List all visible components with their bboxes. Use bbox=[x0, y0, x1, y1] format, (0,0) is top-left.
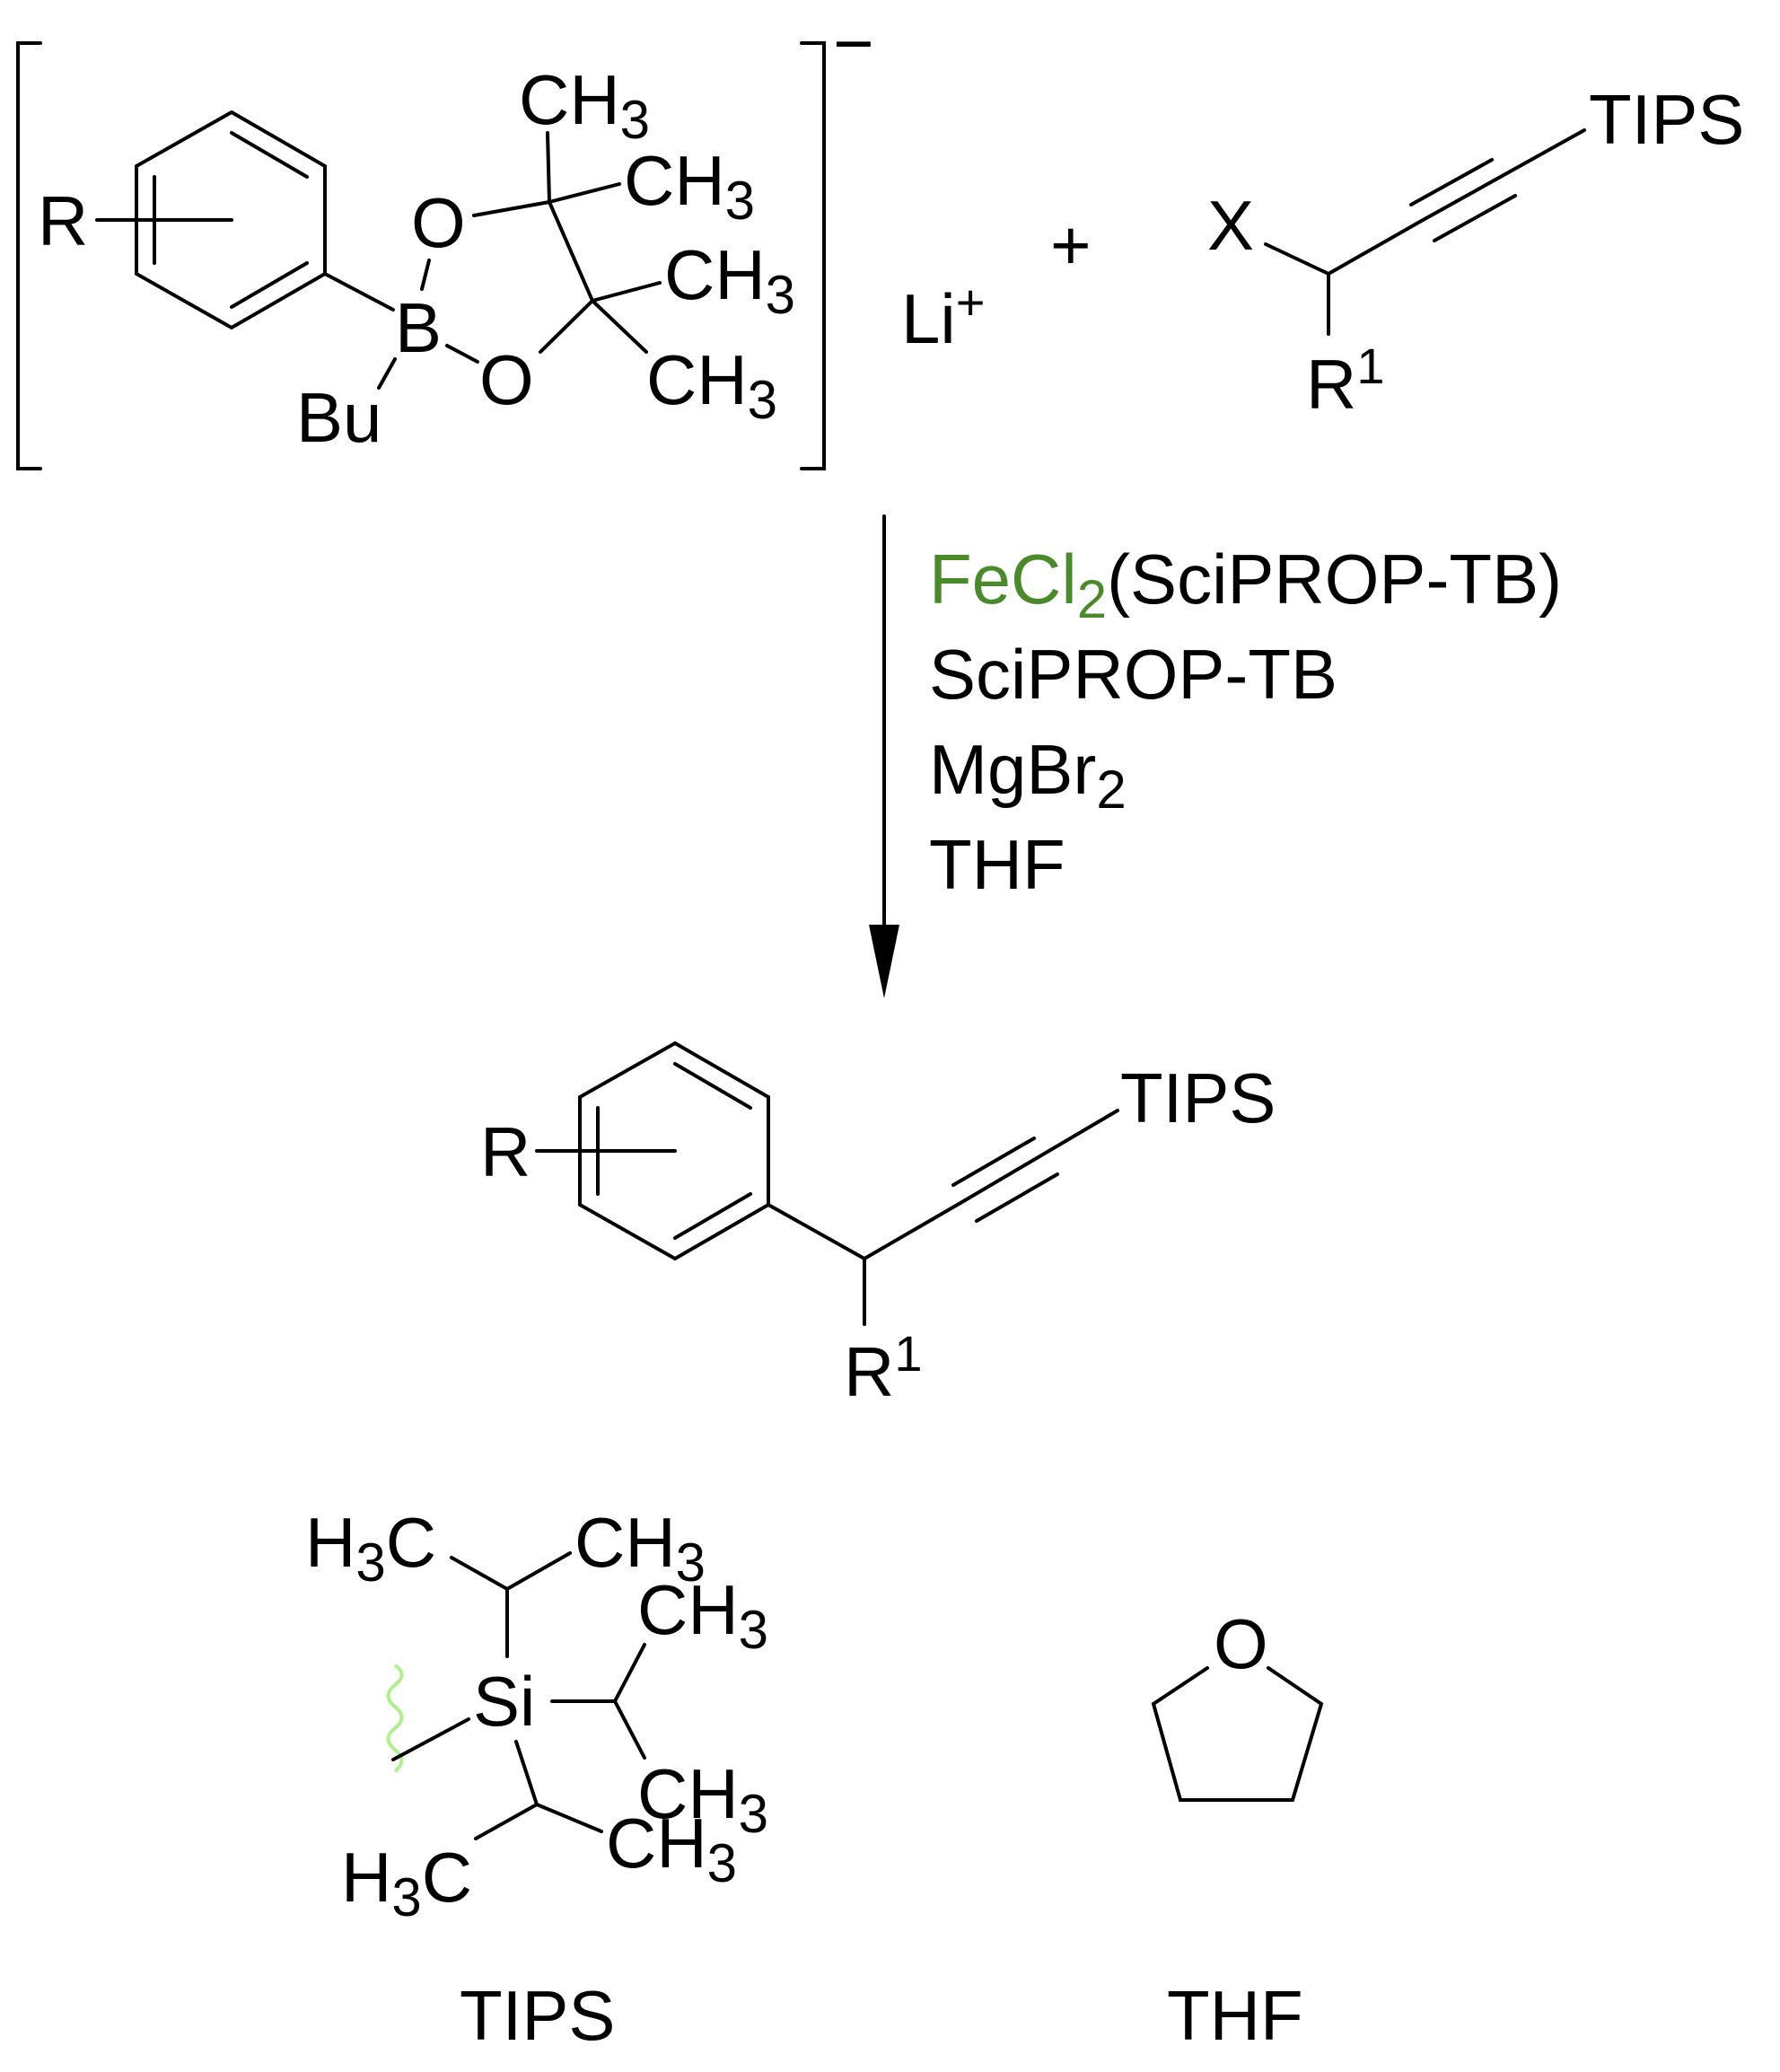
solvent-text: THF bbox=[929, 825, 1065, 904]
substituent-r1: R1 bbox=[1306, 338, 1385, 424]
methyl-label-3: CH3 bbox=[664, 235, 795, 325]
butyl-group: Bu bbox=[296, 378, 381, 457]
product-carbon-alkyne-bond bbox=[863, 1201, 962, 1260]
tips-bond-methyl-tr bbox=[505, 1551, 572, 1591]
silicon-atom: Si bbox=[473, 1662, 535, 1741]
ligand-text: SciPROP-TB bbox=[929, 635, 1337, 714]
boron-atom: B bbox=[395, 288, 442, 367]
boron-oxygen-bottom-bond bbox=[445, 344, 479, 364]
ring-double-bond-2 bbox=[230, 261, 309, 309]
alkyne-bond-upper bbox=[1409, 158, 1494, 206]
tips-label-product: TIPS bbox=[1120, 1058, 1276, 1137]
tips-methyl-right-down: CH3 bbox=[637, 1754, 768, 1844]
ring-double-bond-1 bbox=[230, 131, 309, 179]
product-alkyne-upper bbox=[951, 1137, 1036, 1187]
tips-methyl-bottom-right: CH3 bbox=[606, 1804, 737, 1893]
methyl-label-2: CH3 bbox=[624, 141, 755, 231]
product-substituent-r1: R1 bbox=[844, 1325, 923, 1411]
ate-charge: − bbox=[833, 4, 874, 83]
product-alkyne-lower bbox=[975, 1172, 1059, 1223]
arrow-head bbox=[869, 925, 899, 998]
ring-substituent-r: R bbox=[38, 181, 88, 260]
aryl-boron-bond bbox=[323, 272, 395, 312]
tips-bond-right-down bbox=[613, 1699, 646, 1760]
oxygen-bottom: O bbox=[479, 340, 534, 419]
oxygen-carbon-bottom-bond bbox=[539, 299, 594, 354]
lithium-counterion: Li+ bbox=[901, 274, 985, 358]
methyl-bond-4 bbox=[591, 299, 648, 354]
left-bracket bbox=[16, 41, 42, 470]
reaction-arrow bbox=[869, 514, 899, 998]
boronate-ate-complex: − R B O O CH3 CH3 CH3 CH3 Bu bbox=[16, 4, 874, 470]
methyl-bond-3 bbox=[591, 281, 662, 303]
right-bracket bbox=[800, 41, 826, 470]
tips-attachment-bond bbox=[391, 1717, 470, 1761]
reaction-conditions: FeCl2(SciPROP-TB) SciPROP-TB MgBr2 THF bbox=[929, 540, 1562, 904]
tips-methyl-top-left: H3C bbox=[305, 1503, 436, 1593]
methyl-bond-1 bbox=[546, 131, 551, 204]
benzene-ring bbox=[135, 110, 327, 330]
alkyne-bond-lower bbox=[1433, 194, 1517, 242]
product-ring-double-1 bbox=[673, 1062, 752, 1110]
product-alkyne-center bbox=[959, 1109, 1119, 1205]
oxygen-carbon-top-bond bbox=[472, 200, 551, 217]
tips-label-reactant: TIPS bbox=[1589, 80, 1744, 159]
boron-oxygen-top-bond bbox=[420, 259, 431, 291]
product-aryl-carbon-bond bbox=[767, 1203, 866, 1260]
leaving-group-x: X bbox=[1207, 186, 1254, 265]
methyl-label-1: CH3 bbox=[519, 60, 650, 150]
tips-bond-bottom-right bbox=[535, 1803, 603, 1833]
x-carbon-bond bbox=[1264, 242, 1330, 276]
tips-bond-si-bottom bbox=[514, 1740, 539, 1806]
oxygen-top: O bbox=[411, 183, 466, 262]
tips-structure: H3C CH3 Si CH3 CH3 H3C CH3 TIPS bbox=[305, 1503, 768, 2055]
thf-oxygen: O bbox=[1214, 1604, 1268, 1683]
product-molecule: R R1 TIPS bbox=[480, 1040, 1276, 1411]
product-benzene-ring bbox=[578, 1040, 770, 1261]
methyl-bond-2 bbox=[548, 182, 621, 204]
product-ring-substituent-r: R bbox=[480, 1112, 530, 1191]
additive-text: MgBr2 bbox=[929, 730, 1127, 820]
thf-caption: THF bbox=[1167, 1976, 1303, 2055]
tips-methyl-top-right: CH3 bbox=[574, 1503, 706, 1593]
methyl-label-4: CH3 bbox=[646, 340, 777, 430]
tips-bond-bottom-left bbox=[474, 1803, 539, 1840]
catalyst-text: FeCl2(SciPROP-TB) bbox=[929, 540, 1562, 629]
pinacol-cc-bond bbox=[548, 200, 594, 303]
tips-bond-methyl-tl bbox=[450, 1556, 509, 1591]
propargylic-electrophile: X R1 TIPS bbox=[1207, 80, 1744, 424]
carbon-alkyne-bond bbox=[1327, 221, 1420, 276]
tips-methyl-right-up: CH3 bbox=[637, 1570, 768, 1660]
product-ring-double-2 bbox=[673, 1192, 752, 1240]
plus-sign: + bbox=[1050, 206, 1092, 285]
boron-butyl-bond bbox=[377, 357, 397, 390]
thf-ring bbox=[1151, 1666, 1324, 1802]
tips-methyl-bottom-left: H3C bbox=[341, 1838, 472, 1927]
alkyne-bond-center bbox=[1416, 128, 1586, 224]
thf-structure: O THF bbox=[1151, 1604, 1324, 2055]
tips-bond-right-up bbox=[613, 1643, 646, 1703]
tips-caption: TIPS bbox=[460, 1976, 615, 2055]
attachment-wavy-bond bbox=[386, 1664, 404, 1773]
